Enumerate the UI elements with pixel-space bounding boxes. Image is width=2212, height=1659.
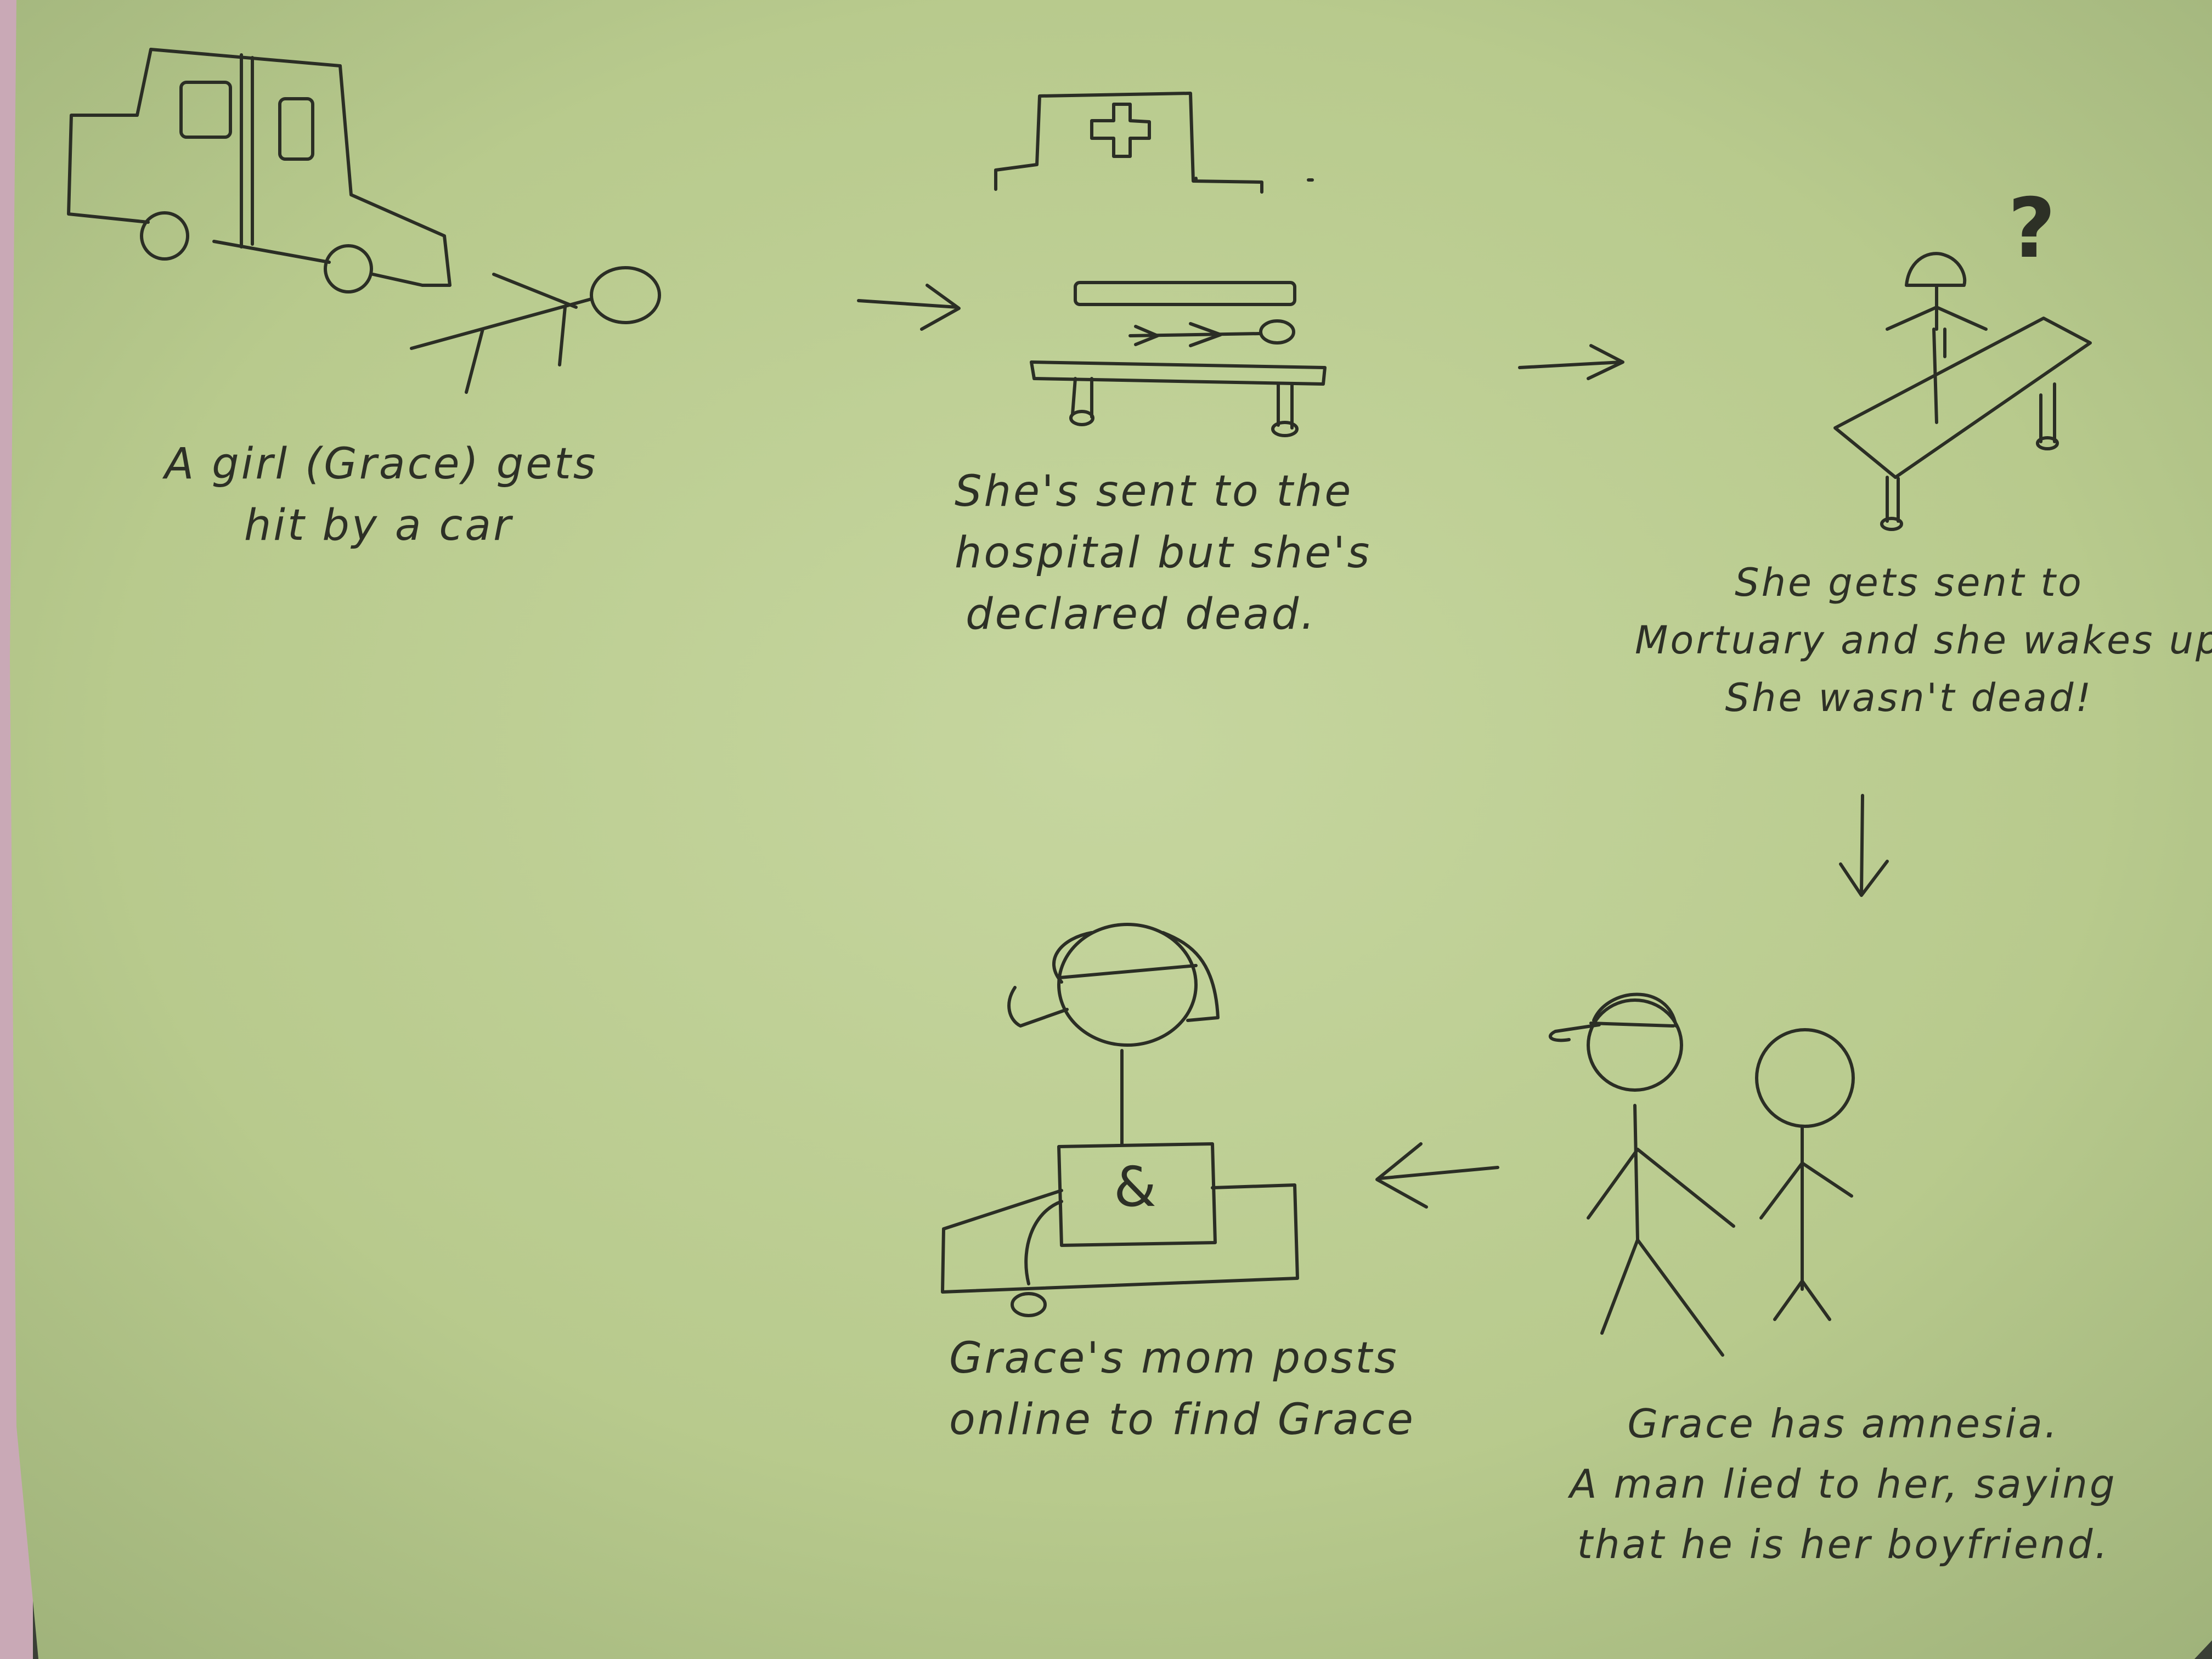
scene-amnesia-caption: Grace has amnesia. A man lied to her, sa… [1558, 1393, 2129, 1575]
desk-with-laptop-icon [941, 1142, 1299, 1317]
caption-line: Grace has amnesia. [1627, 1401, 2059, 1447]
arrow-right-icon [1518, 344, 1624, 380]
caption-line: hospital but she's [955, 528, 1372, 578]
paper-sheet [10, 0, 2212, 1659]
car-icon [67, 48, 452, 294]
mom-figure [1007, 923, 1220, 1146]
caption-line: She gets sent to [1735, 560, 2084, 605]
scene-car-hit-caption: A girl (Grace) gets hit by a car [165, 433, 598, 556]
question-mark: ? [2008, 181, 2056, 276]
scene-mortuary-caption: She gets sent to Mortuary and she wakes … [1635, 554, 2212, 727]
hospital-bed-icon [1030, 281, 1327, 437]
scene-mom-posts-caption: Grace's mom posts online to find Grace [949, 1328, 1415, 1451]
caption-line: Grace's mom posts [949, 1334, 1399, 1383]
grace-figure [1755, 1028, 1855, 1321]
caption-line: hit by a car [244, 501, 514, 550]
laptop-logo: & [1114, 1155, 1156, 1219]
caption-line: A girl (Grace) gets [165, 439, 598, 489]
arrow-down-icon [1839, 794, 1889, 897]
arrow-right-icon [857, 284, 961, 331]
caption-line: She wasn't dead! [1725, 675, 2094, 720]
patient-on-bed-figure [1128, 319, 1295, 347]
arrow-left-icon [1375, 1142, 1499, 1209]
caption-line: that he is her boyfriend. [1577, 1521, 2110, 1567]
caption-line: A man lied to her, saying [1570, 1461, 2117, 1507]
scene-hospital-caption: She's sent to the hospital but she's dec… [955, 461, 1372, 645]
caption-line: Mortuary and she wakes up. [1635, 618, 2212, 663]
caption-line: She's sent to the [955, 467, 1353, 516]
girl-hit-figure [410, 266, 661, 394]
caption-line: declared dead. [966, 590, 1317, 639]
man-with-cap-figure [1548, 992, 1735, 1357]
hospital-building-icon [994, 92, 1314, 194]
waking-girl-figure [1886, 252, 1988, 424]
mortuary-table-icon [1833, 317, 2092, 531]
caption-line: online to find Grace [949, 1395, 1415, 1444]
